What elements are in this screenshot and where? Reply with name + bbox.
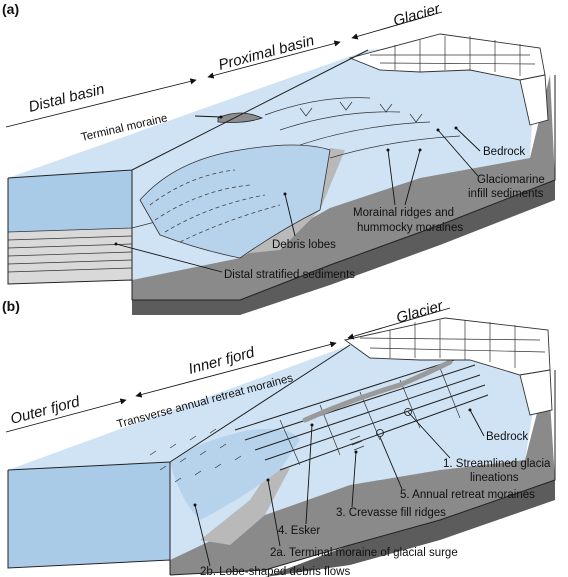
distal-basin-arrow — [5, 78, 197, 128]
panel-b-label: (b) — [2, 298, 20, 314]
terminal-surge-label: 2a. Terminal moraine of glacial surge — [270, 547, 458, 559]
outer-fjord-arrow — [5, 398, 127, 433]
glacier-arrow-b — [347, 307, 451, 340]
glacier-arrow — [351, 11, 443, 40]
panel-b: (b) — [2, 297, 556, 577]
distal-basin-label: Distal basin — [27, 81, 106, 116]
esker-label: 4. Esker — [278, 525, 320, 537]
panel-a: (a) — [2, 0, 556, 315]
panel-a-label: (a) — [2, 1, 19, 17]
panel-a-block — [7, 33, 556, 315]
outer-fjord-label: Outer fjord — [9, 393, 82, 428]
glaciomarine-label-1: Glaciomarine — [477, 174, 545, 186]
bedrock-label-b: Bedrock — [486, 431, 528, 443]
proximal-basin-label: Proximal basin — [217, 32, 316, 74]
distal-stratified-label: Distal stratified sediments — [224, 269, 355, 281]
glacier-label-a: Glacier — [391, 0, 442, 30]
inner-fjord-label: Inner fjord — [187, 344, 257, 378]
morainal-label-2: hummocky moraines — [357, 222, 463, 234]
panel-b-block — [7, 317, 556, 577]
morainal-label-1: Morainal ridges and — [353, 207, 454, 219]
lobe-debris-label: 2b. Lobe-shaped debris flows — [200, 566, 350, 577]
streamlined-label-1: 1. Streamlined glacia — [443, 458, 551, 470]
inner-fjord-arrow — [135, 341, 337, 398]
panel-b-annotations: Bedrock 1. Streamlined glacia lineations… — [193, 408, 551, 577]
bedrock-label-a: Bedrock — [483, 146, 525, 158]
debris-lobes-label: Debris lobes — [272, 239, 336, 251]
annual-retreat-label: 5. Annual retreat moraines — [400, 489, 535, 501]
crevasse-label: 3. Crevasse fill ridges — [336, 507, 446, 519]
glaciomarine-label-2: infill sediments — [468, 188, 544, 200]
proximal-basin-arrow — [207, 40, 341, 79]
streamlined-label-2: lineations — [470, 472, 519, 484]
